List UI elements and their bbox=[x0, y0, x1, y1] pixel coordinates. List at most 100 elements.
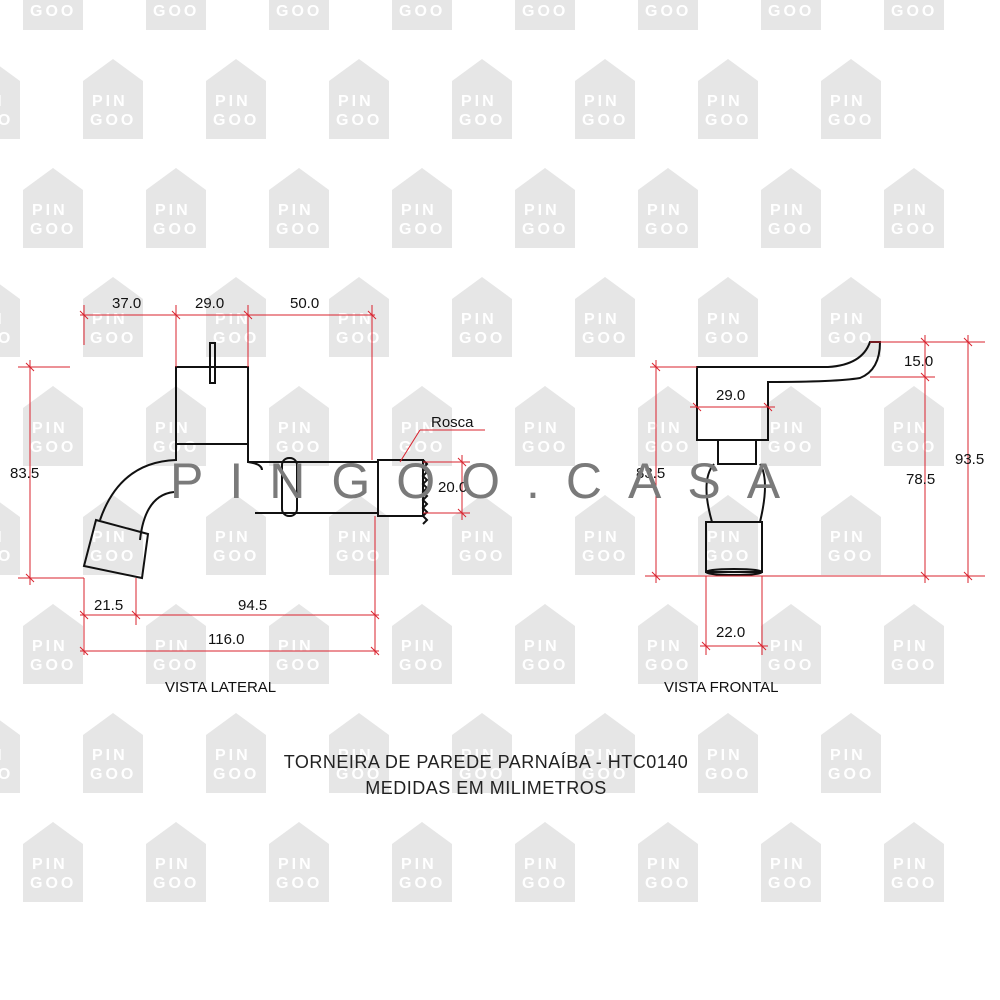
svg-text:PIN: PIN bbox=[155, 420, 191, 437]
svg-text:PIN: PIN bbox=[92, 747, 128, 764]
watermark-tile: PIN GOO bbox=[146, 822, 206, 902]
svg-text:GOO: GOO bbox=[582, 112, 628, 129]
watermark-tile: PINGOO bbox=[329, 713, 389, 793]
watermark-tile: PINGOO bbox=[83, 59, 143, 139]
svg-text:PIN: PIN bbox=[461, 311, 497, 328]
svg-text:PIN: PIN bbox=[401, 638, 437, 655]
watermark-tile: PINGOO bbox=[269, 168, 329, 248]
svg-text:PIN: PIN bbox=[92, 529, 128, 546]
front-caption: VISTA FRONTAL bbox=[664, 679, 778, 696]
svg-text:GOO: GOO bbox=[768, 657, 814, 674]
svg-text:GOO: GOO bbox=[645, 875, 691, 892]
svg-text:PIN: PIN bbox=[338, 747, 374, 764]
watermark-tile: PIN GOO bbox=[392, 604, 452, 684]
watermark-tile: PINGOO bbox=[884, 386, 944, 466]
watermark-tile: PINGOO bbox=[821, 277, 881, 357]
svg-text:GOO: GOO bbox=[336, 112, 382, 129]
watermark-tile: PINGOO bbox=[0, 720, 20, 793]
svg-text:GOO: GOO bbox=[399, 657, 445, 674]
watermark-tile: PINGOO bbox=[515, 386, 575, 466]
svg-text:GOO: GOO bbox=[276, 657, 322, 674]
svg-text:GOO: GOO bbox=[645, 221, 691, 238]
svg-text:PIN: PIN bbox=[215, 747, 251, 764]
svg-text:GOO: GOO bbox=[522, 875, 568, 892]
svg-text:PIN: PIN bbox=[155, 0, 191, 1]
svg-text:PIN: PIN bbox=[830, 529, 866, 546]
watermark-tile: PIN GOO bbox=[146, 168, 206, 248]
svg-text:PIN: PIN bbox=[155, 856, 191, 873]
svg-text:PIN: PIN bbox=[830, 93, 866, 110]
watermark-tile: PIN GOO bbox=[23, 604, 83, 684]
svg-text:PIN: PIN bbox=[278, 0, 314, 1]
dim-total: 116.0 bbox=[208, 631, 244, 648]
svg-text:PIN: PIN bbox=[893, 638, 929, 655]
watermark-tile: PINGOO bbox=[575, 277, 635, 357]
svg-text:PIN: PIN bbox=[32, 638, 68, 655]
svg-text:GOO: GOO bbox=[90, 548, 136, 565]
svg-text:GOO: GOO bbox=[522, 657, 568, 674]
svg-text:GOO: GOO bbox=[705, 548, 751, 565]
dim-height-left: 83.5 bbox=[636, 465, 665, 482]
svg-text:GOO: GOO bbox=[399, 221, 445, 238]
svg-text:GOO: GOO bbox=[459, 548, 505, 565]
watermark-tile: PINGOO bbox=[884, 168, 944, 248]
svg-text:PIN: PIN bbox=[155, 638, 191, 655]
watermark-pattern: PIN GOO PIN GOO PIN GOO PIN GOO PIN GOO PIN GOO PIN G… bbox=[0, 0, 944, 902]
svg-text:GOO: GOO bbox=[30, 3, 76, 20]
svg-text:PIN: PIN bbox=[647, 856, 683, 873]
drawing-subtitle: MEDIDAS EM MILIMETROS bbox=[365, 778, 607, 798]
svg-text:GOO: GOO bbox=[153, 221, 199, 238]
svg-text:PIN: PIN bbox=[401, 202, 437, 219]
svg-text:GOO: GOO bbox=[153, 657, 199, 674]
svg-text:PIN: PIN bbox=[278, 856, 314, 873]
watermark-tile: PINGOO bbox=[698, 277, 758, 357]
svg-text:GOO: GOO bbox=[0, 112, 13, 129]
svg-text:PIN: PIN bbox=[893, 856, 929, 873]
svg-text:PIN: PIN bbox=[0, 747, 5, 764]
svg-text:PIN: PIN bbox=[647, 202, 683, 219]
watermark-tile: PINGOO bbox=[821, 59, 881, 139]
svg-text:PIN: PIN bbox=[338, 529, 374, 546]
watermark-tile: PINGOO bbox=[761, 168, 821, 248]
watermark-tile: PINGOO bbox=[761, 0, 821, 30]
svg-text:PIN: PIN bbox=[647, 0, 683, 1]
svg-text:GOO: GOO bbox=[30, 657, 76, 674]
dim-height-mid: 78.5 bbox=[906, 471, 935, 488]
svg-text:GOO: GOO bbox=[153, 875, 199, 892]
watermark-tile: PINGOO bbox=[575, 495, 635, 575]
watermark-tile: PINGOO bbox=[698, 713, 758, 793]
svg-text:PIN: PIN bbox=[155, 202, 191, 219]
svg-text:PIN: PIN bbox=[0, 93, 5, 110]
svg-text:GOO: GOO bbox=[891, 875, 937, 892]
watermark-tile: PIN GOO bbox=[884, 822, 944, 902]
svg-text:PIN: PIN bbox=[401, 420, 437, 437]
svg-text:PIN: PIN bbox=[32, 420, 68, 437]
lateral-caption: VISTA LATERAL bbox=[165, 679, 276, 696]
svg-text:PIN: PIN bbox=[584, 747, 620, 764]
svg-text:PIN: PIN bbox=[401, 856, 437, 873]
watermark-tile: PINGOO bbox=[83, 713, 143, 793]
front-dimensions bbox=[645, 335, 985, 655]
dim-bottom-2: 94.5 bbox=[238, 597, 267, 614]
svg-text:GOO: GOO bbox=[213, 112, 259, 129]
svg-text:GOO: GOO bbox=[768, 439, 814, 456]
svg-text:GOO: GOO bbox=[90, 330, 136, 347]
svg-text:PIN: PIN bbox=[461, 93, 497, 110]
watermark-tile: PINGOO bbox=[206, 277, 266, 357]
svg-text:PIN: PIN bbox=[893, 420, 929, 437]
dim-height: 83.5 bbox=[10, 465, 39, 482]
svg-text:PIN: PIN bbox=[524, 202, 560, 219]
svg-text:GOO: GOO bbox=[90, 112, 136, 129]
svg-text:GOO: GOO bbox=[828, 766, 874, 783]
svg-text:PIN: PIN bbox=[0, 311, 5, 328]
svg-text:GOO: GOO bbox=[459, 766, 505, 783]
watermark-tile: PINGOO bbox=[452, 495, 512, 575]
svg-text:GOO: GOO bbox=[30, 875, 76, 892]
dim-thread: 20.0 bbox=[438, 479, 467, 496]
svg-text:PIN: PIN bbox=[215, 311, 251, 328]
svg-text:GOO: GOO bbox=[0, 548, 13, 565]
svg-text:GOO: GOO bbox=[705, 766, 751, 783]
watermark-tile: PINGOO bbox=[146, 0, 206, 30]
watermark-tile: PINGOO bbox=[515, 0, 575, 30]
dim-width-bottom: 22.0 bbox=[716, 624, 745, 641]
